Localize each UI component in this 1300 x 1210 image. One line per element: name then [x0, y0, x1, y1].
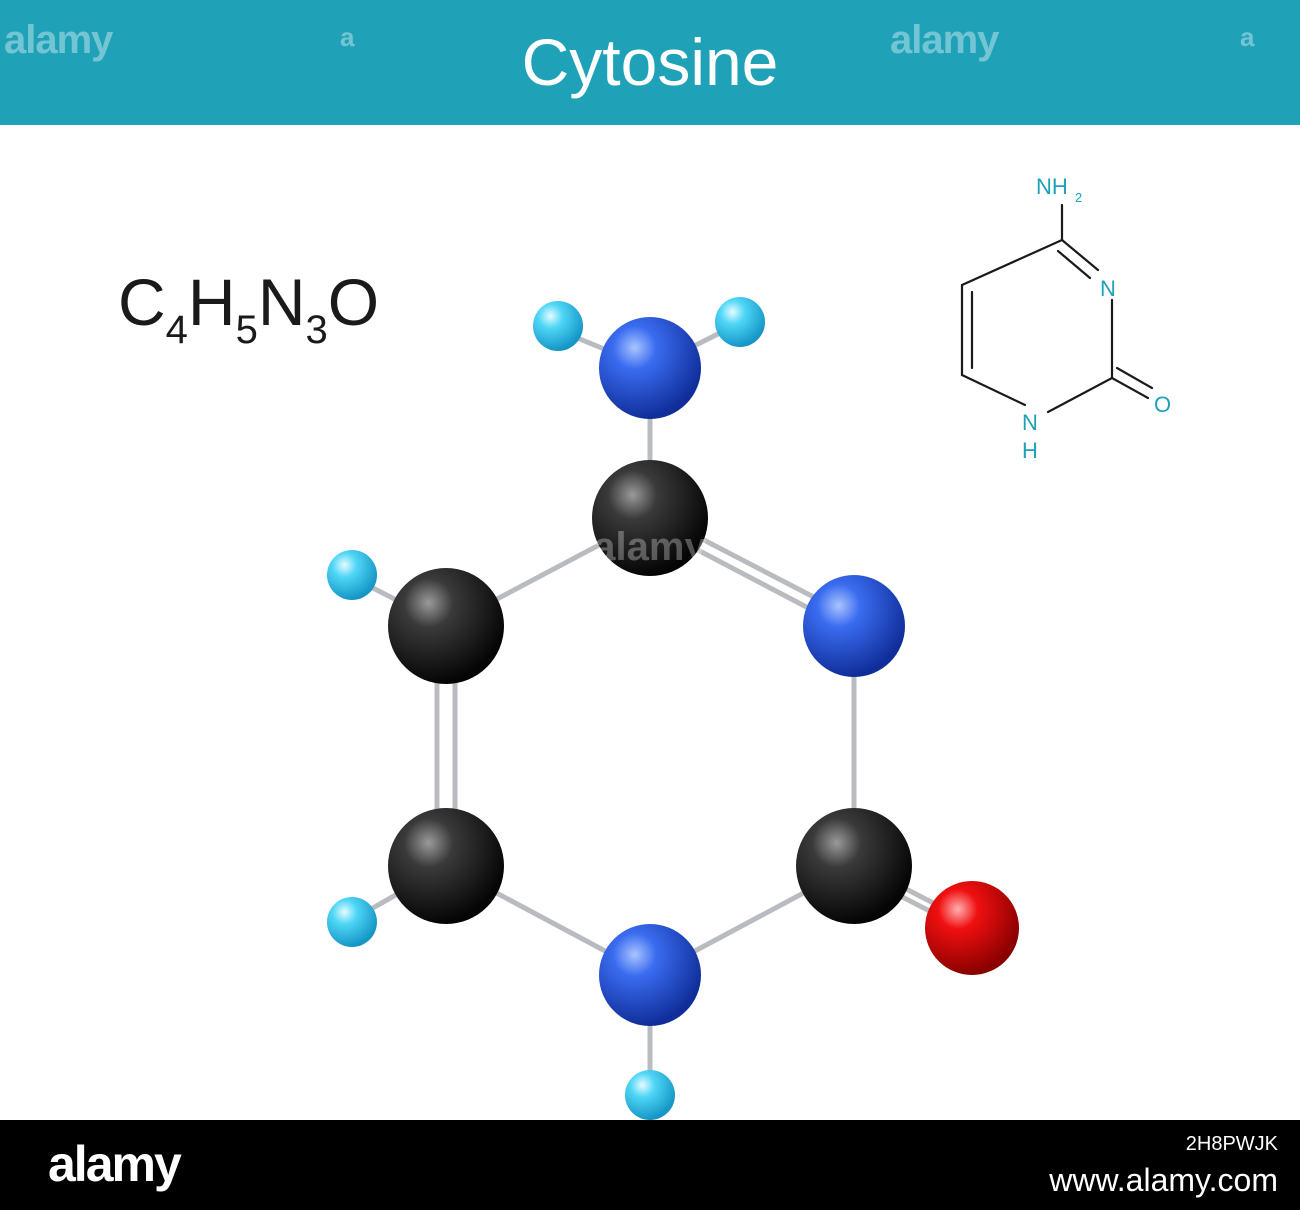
hydrogen-atom	[625, 1070, 675, 1120]
bond-line	[960, 373, 1027, 407]
formula-subscript: 4	[165, 308, 188, 352]
formula-element: H	[187, 265, 236, 339]
carbon-atom	[388, 568, 504, 684]
bond-line	[1060, 238, 1100, 272]
hydrogen-atom	[327, 897, 377, 947]
nitrogen-atom	[599, 317, 701, 419]
footer-bar: alamy 2H8PWJK www.alamy.com	[0, 1120, 1300, 1210]
image-id: 2H8PWJK	[1185, 1133, 1278, 1155]
watermark-mark: a	[1240, 22, 1255, 52]
oxygen-atom	[925, 881, 1019, 975]
watermark-mark: a	[340, 22, 355, 52]
structure-label: 2	[1075, 190, 1082, 205]
footer-url: www.alamy.com	[1049, 1162, 1278, 1198]
structure-label: O	[1154, 392, 1171, 417]
nitrogen-atom	[803, 575, 905, 677]
structure-label: NH	[1036, 174, 1068, 199]
watermark-logo: alamy	[4, 18, 113, 62]
model-atoms	[327, 297, 1019, 1120]
bond-line	[1115, 366, 1154, 390]
formula-subscript: 3	[305, 308, 328, 352]
molecular-formula: C4H5N3O	[118, 262, 379, 370]
carbon-atom	[388, 808, 504, 924]
bond-line	[1046, 376, 1114, 414]
nitrogen-atom	[599, 924, 701, 1026]
footer-logo: alamy	[48, 1136, 182, 1192]
formula-element: N	[257, 265, 306, 339]
structural-formula	[960, 203, 1154, 414]
header-bar: alamy a alamy a Cytosine	[0, 0, 1300, 125]
hydrogen-atom	[533, 301, 583, 351]
formula-element: O	[327, 265, 380, 339]
bond-line	[1110, 376, 1150, 400]
carbon-atom	[592, 460, 708, 576]
carbon-atom	[796, 808, 912, 924]
formula-element: C	[118, 265, 166, 339]
center-watermark: alamy	[593, 525, 707, 569]
hydrogen-atom	[715, 297, 765, 347]
structure-label: N	[1022, 410, 1038, 435]
hydrogen-atom	[327, 550, 377, 600]
bond-line	[1056, 249, 1092, 280]
formula-subscript: 5	[235, 308, 258, 352]
structure-label: H	[1022, 438, 1038, 463]
page-title: Cytosine	[521, 25, 779, 99]
structure-label: N	[1100, 276, 1116, 301]
structural-labels: NH 2 N O N H	[1022, 174, 1171, 463]
watermark-logo: alamy	[890, 18, 999, 62]
bond-line	[960, 238, 1064, 287]
